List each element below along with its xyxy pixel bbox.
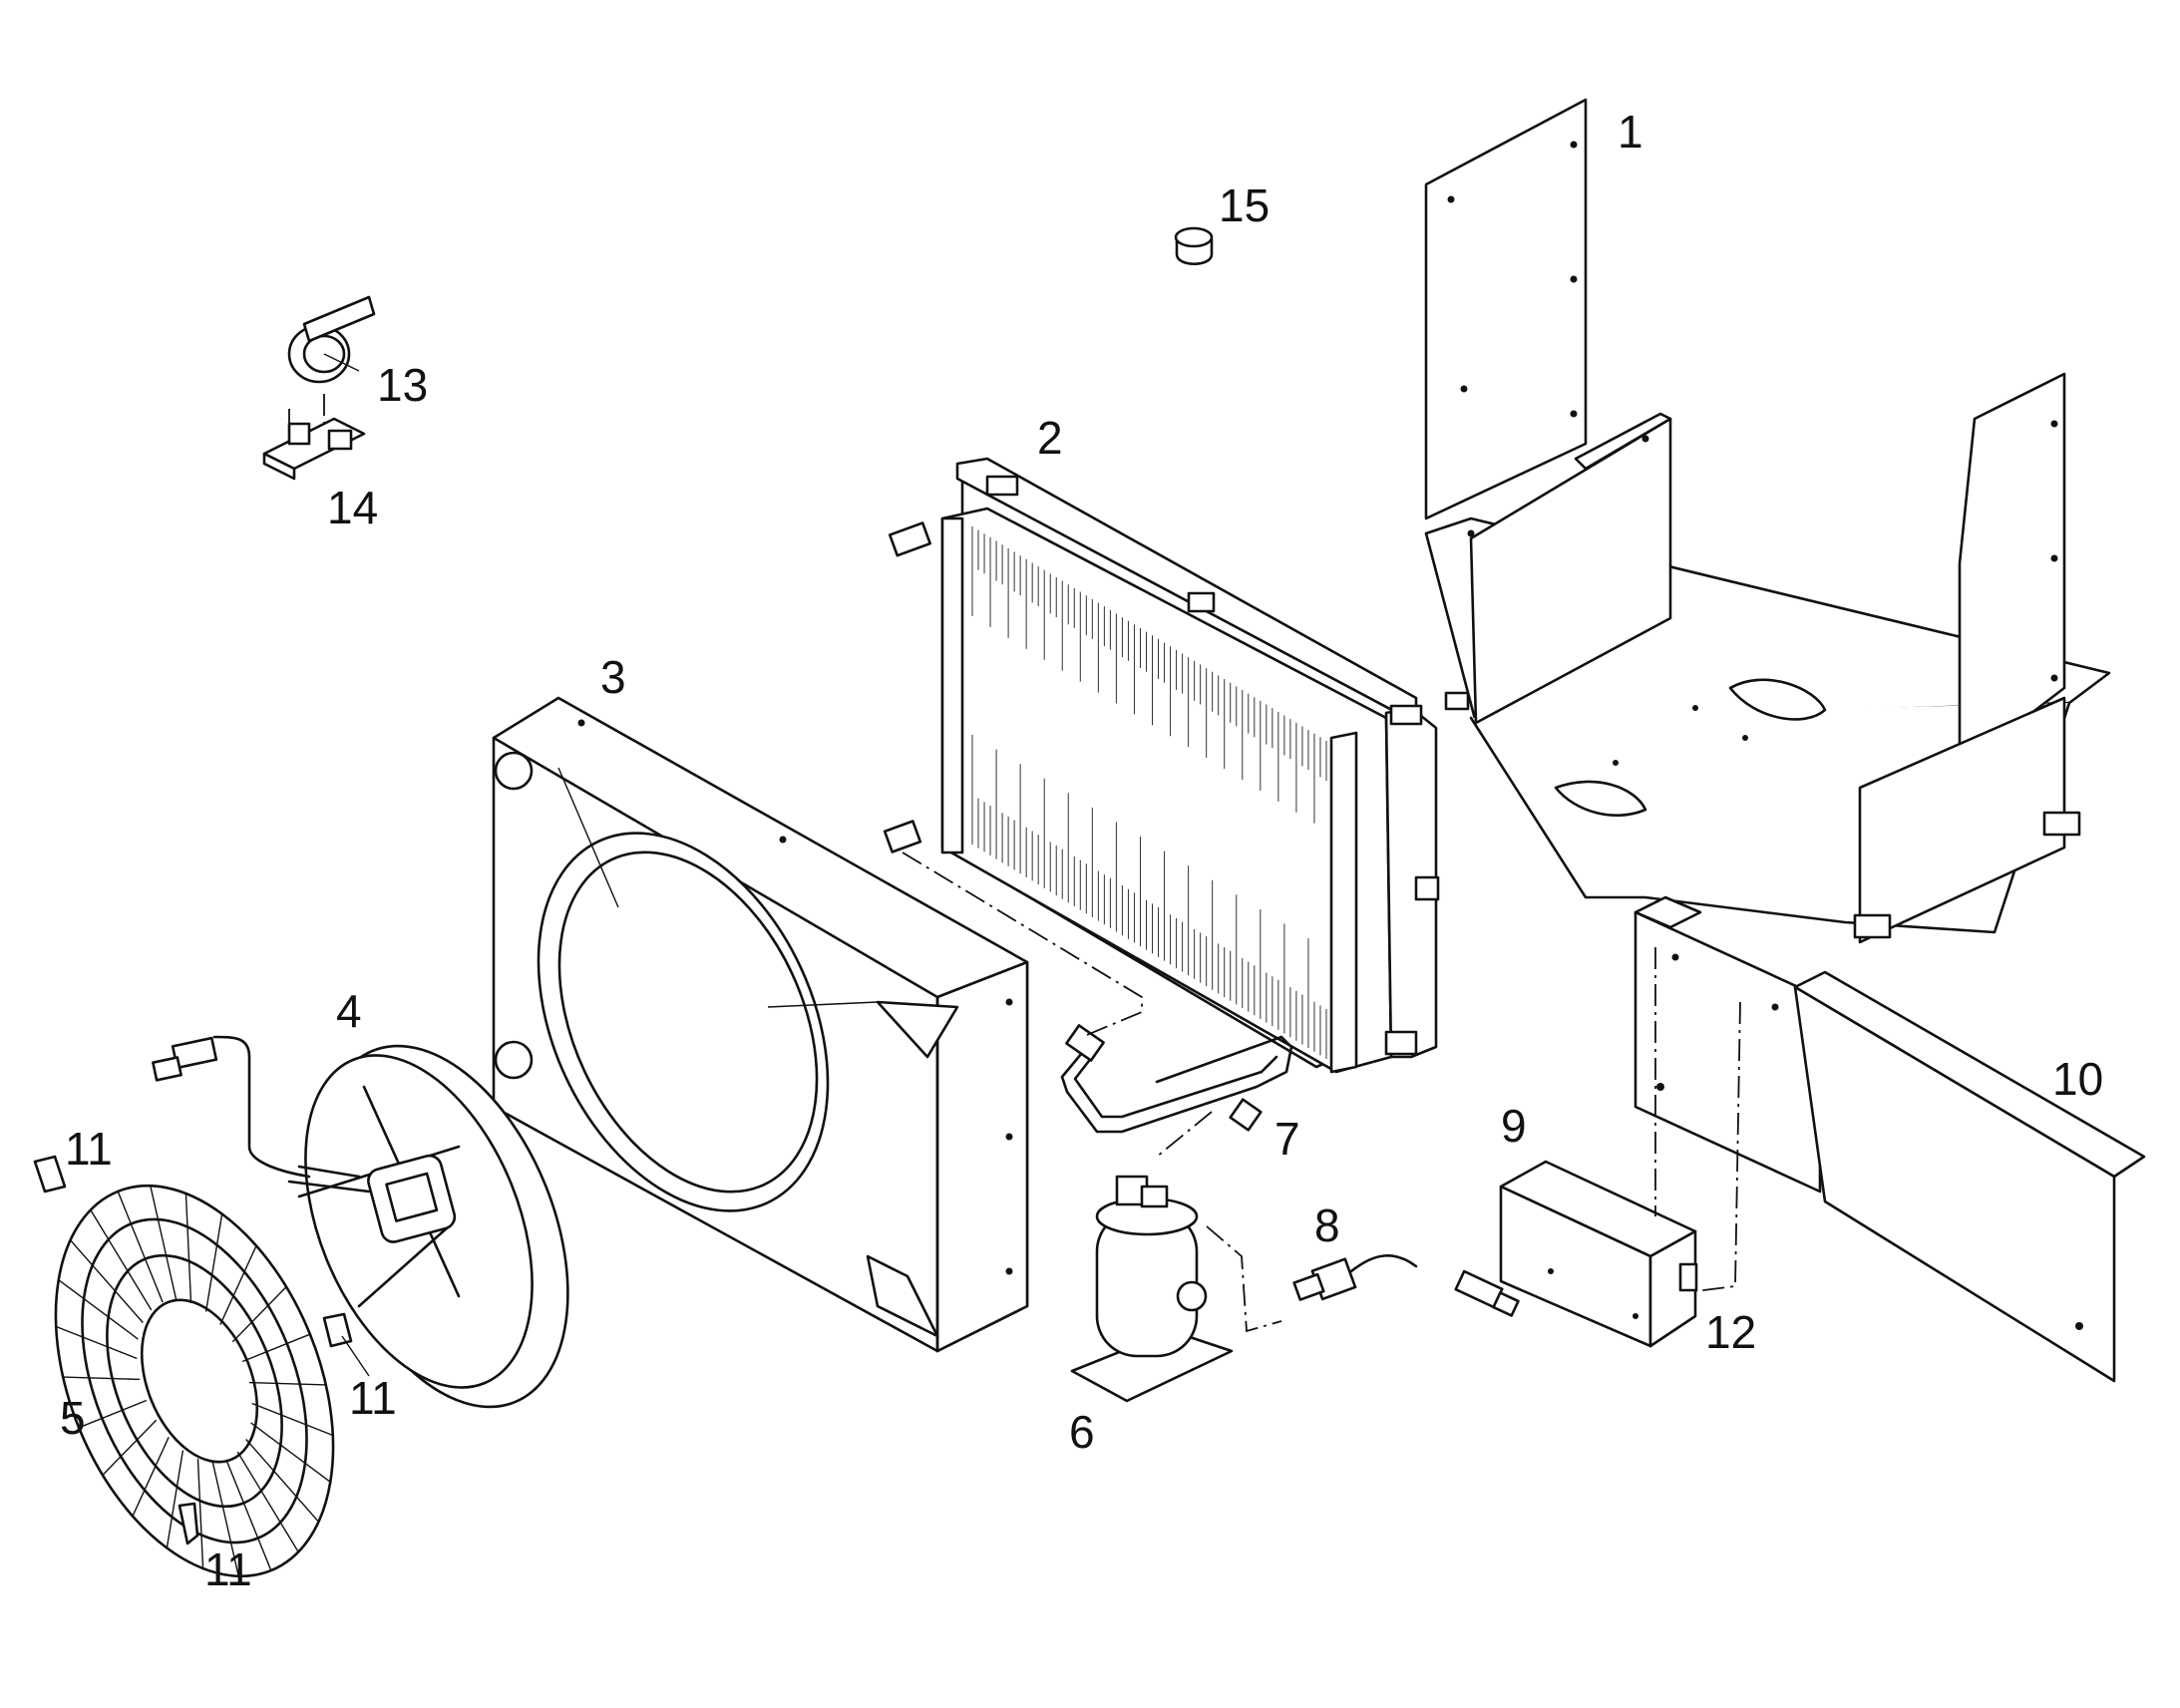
part-14-tie-base (262, 394, 366, 481)
leader-lines (323, 353, 370, 1377)
fan-guard-spokes (55, 1186, 334, 1576)
callout-6: 6 (1069, 1406, 1095, 1458)
callout-5: 5 (60, 1392, 86, 1444)
part-4-fan-motor (152, 1035, 569, 1409)
part-6-receiver-drier (1070, 1175, 1234, 1403)
part-11-brackets (33, 1155, 353, 1545)
assembly-center-lines (902, 852, 1741, 1333)
callout-11c: 11 (204, 1543, 252, 1595)
callout-2: 2 (1037, 412, 1063, 464)
callout-1: 1 (1618, 106, 1643, 158)
part-2-condenser (883, 457, 1440, 1074)
callout-labels: 1 2 3 4 5 6 7 8 9 10 11 11 11 12 13 14 1… (60, 106, 2103, 1595)
part-7-pipe (1060, 1024, 1293, 1134)
callout-7: 7 (1274, 1113, 1300, 1165)
part-9-relay-box (1499, 1160, 1697, 1348)
callout-8: 8 (1314, 1199, 1340, 1251)
part-12-clip (1678, 1262, 1698, 1292)
part-10-side-panel (1634, 895, 2146, 1383)
condenser-fins (971, 526, 1327, 1059)
part-13-cable-tie (287, 295, 376, 384)
callout-12: 12 (1705, 1306, 1756, 1358)
part-1-mounting-bracket (1424, 98, 2111, 944)
callout-13: 13 (377, 359, 428, 411)
callout-11a: 11 (65, 1123, 113, 1175)
callout-10: 10 (2052, 1053, 2103, 1105)
callout-3: 3 (600, 651, 626, 703)
part-8-pressure-switch (1292, 1254, 1520, 1317)
callout-15: 15 (1219, 179, 1270, 231)
callout-4: 4 (336, 985, 362, 1037)
callout-11b: 11 (349, 1372, 397, 1424)
part-5-fan-guard (54, 1184, 335, 1578)
part-3-fan-shroud (492, 696, 1029, 1353)
callout-14: 14 (327, 482, 378, 533)
callout-9: 9 (1501, 1100, 1527, 1152)
part-15-grommet (1174, 226, 1214, 266)
